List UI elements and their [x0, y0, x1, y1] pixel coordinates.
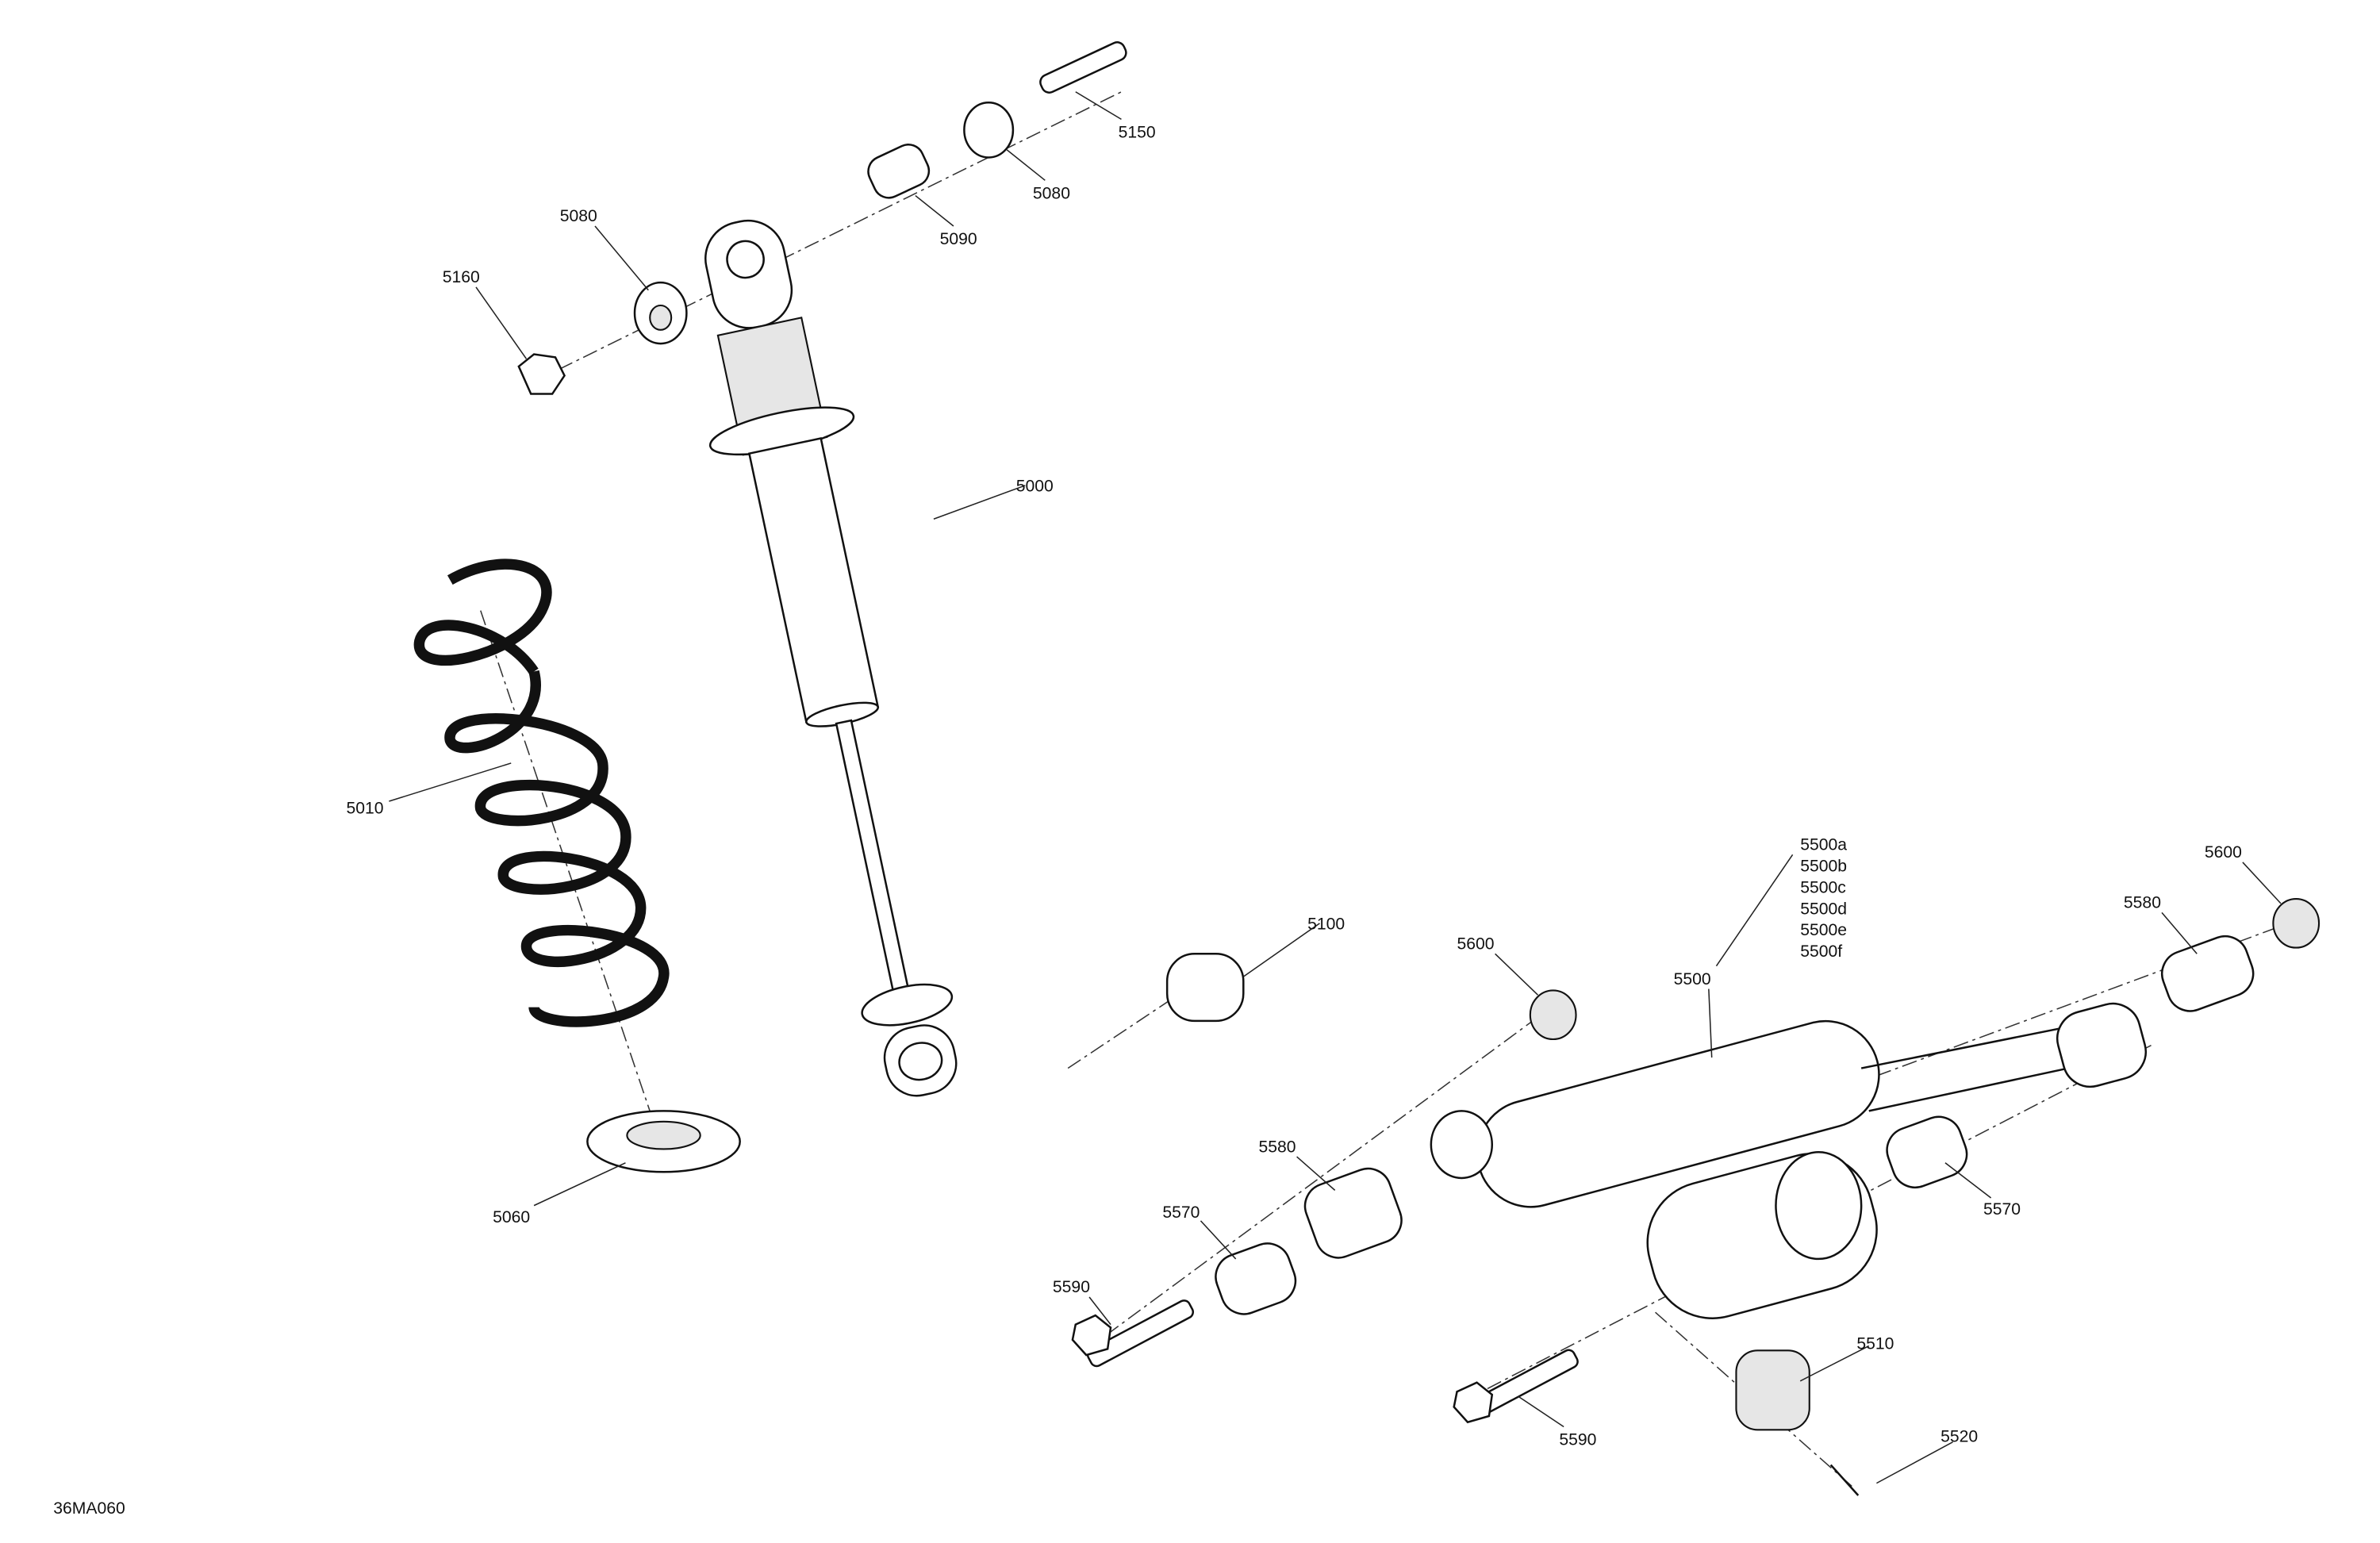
callout-5570[interactable]: 5570 [1983, 1200, 2021, 1219]
shock-absorber [704, 219, 958, 1097]
hardware [517, 41, 2320, 1496]
callout-5600[interactable]: 5600 [1457, 935, 1495, 954]
callout-5520[interactable]: 5520 [1940, 1428, 1978, 1446]
callout-5060[interactable]: 5060 [493, 1208, 530, 1226]
callout-5500b[interactable]: 5500b [1800, 857, 1847, 875]
callout-5600[interactable]: 5600 [2205, 843, 2242, 862]
callout-labels: 5150 5080 5090 5080 5160 5000 5010 5060 … [53, 123, 2242, 1518]
leader-lines [389, 91, 2282, 1484]
callout-5500c[interactable]: 5500c [1800, 878, 1846, 896]
callout-5010[interactable]: 5010 [347, 799, 384, 817]
callout-5580[interactable]: 5580 [1259, 1138, 1296, 1156]
swing-arm [1430, 1002, 2148, 1319]
callout-5080[interactable]: 5080 [1033, 184, 1070, 202]
spring-seat [586, 1110, 741, 1173]
callout-5500d[interactable]: 5500d [1800, 900, 1847, 918]
callout-5000[interactable]: 5000 [1016, 478, 1054, 496]
callout-5510[interactable]: 5510 [1856, 1334, 1894, 1353]
coil-spring [413, 558, 670, 1027]
callout-5080[interactable]: 5080 [560, 207, 597, 225]
callout-5590[interactable]: 5590 [1559, 1431, 1596, 1449]
callout-5590[interactable]: 5590 [1053, 1278, 1090, 1296]
callout-5090[interactable]: 5090 [940, 230, 977, 248]
callout-5500e[interactable]: 5500e [1800, 921, 1847, 939]
nut-5160 [517, 353, 566, 395]
callout-5100[interactable]: 5100 [1307, 915, 1345, 934]
callout-5500f[interactable]: 5500f [1800, 942, 1842, 961]
diagram-code: 36MA060 [53, 1499, 125, 1518]
callout-5500[interactable]: 5500 [1674, 970, 1711, 988]
callout-5500a[interactable]: 5500a [1800, 836, 1847, 854]
callout-5150[interactable]: 5150 [1119, 123, 1156, 141]
callout-5160[interactable]: 5160 [443, 268, 480, 286]
callout-5570[interactable]: 5570 [1162, 1203, 1200, 1222]
callout-5580[interactable]: 5580 [2124, 894, 2161, 912]
